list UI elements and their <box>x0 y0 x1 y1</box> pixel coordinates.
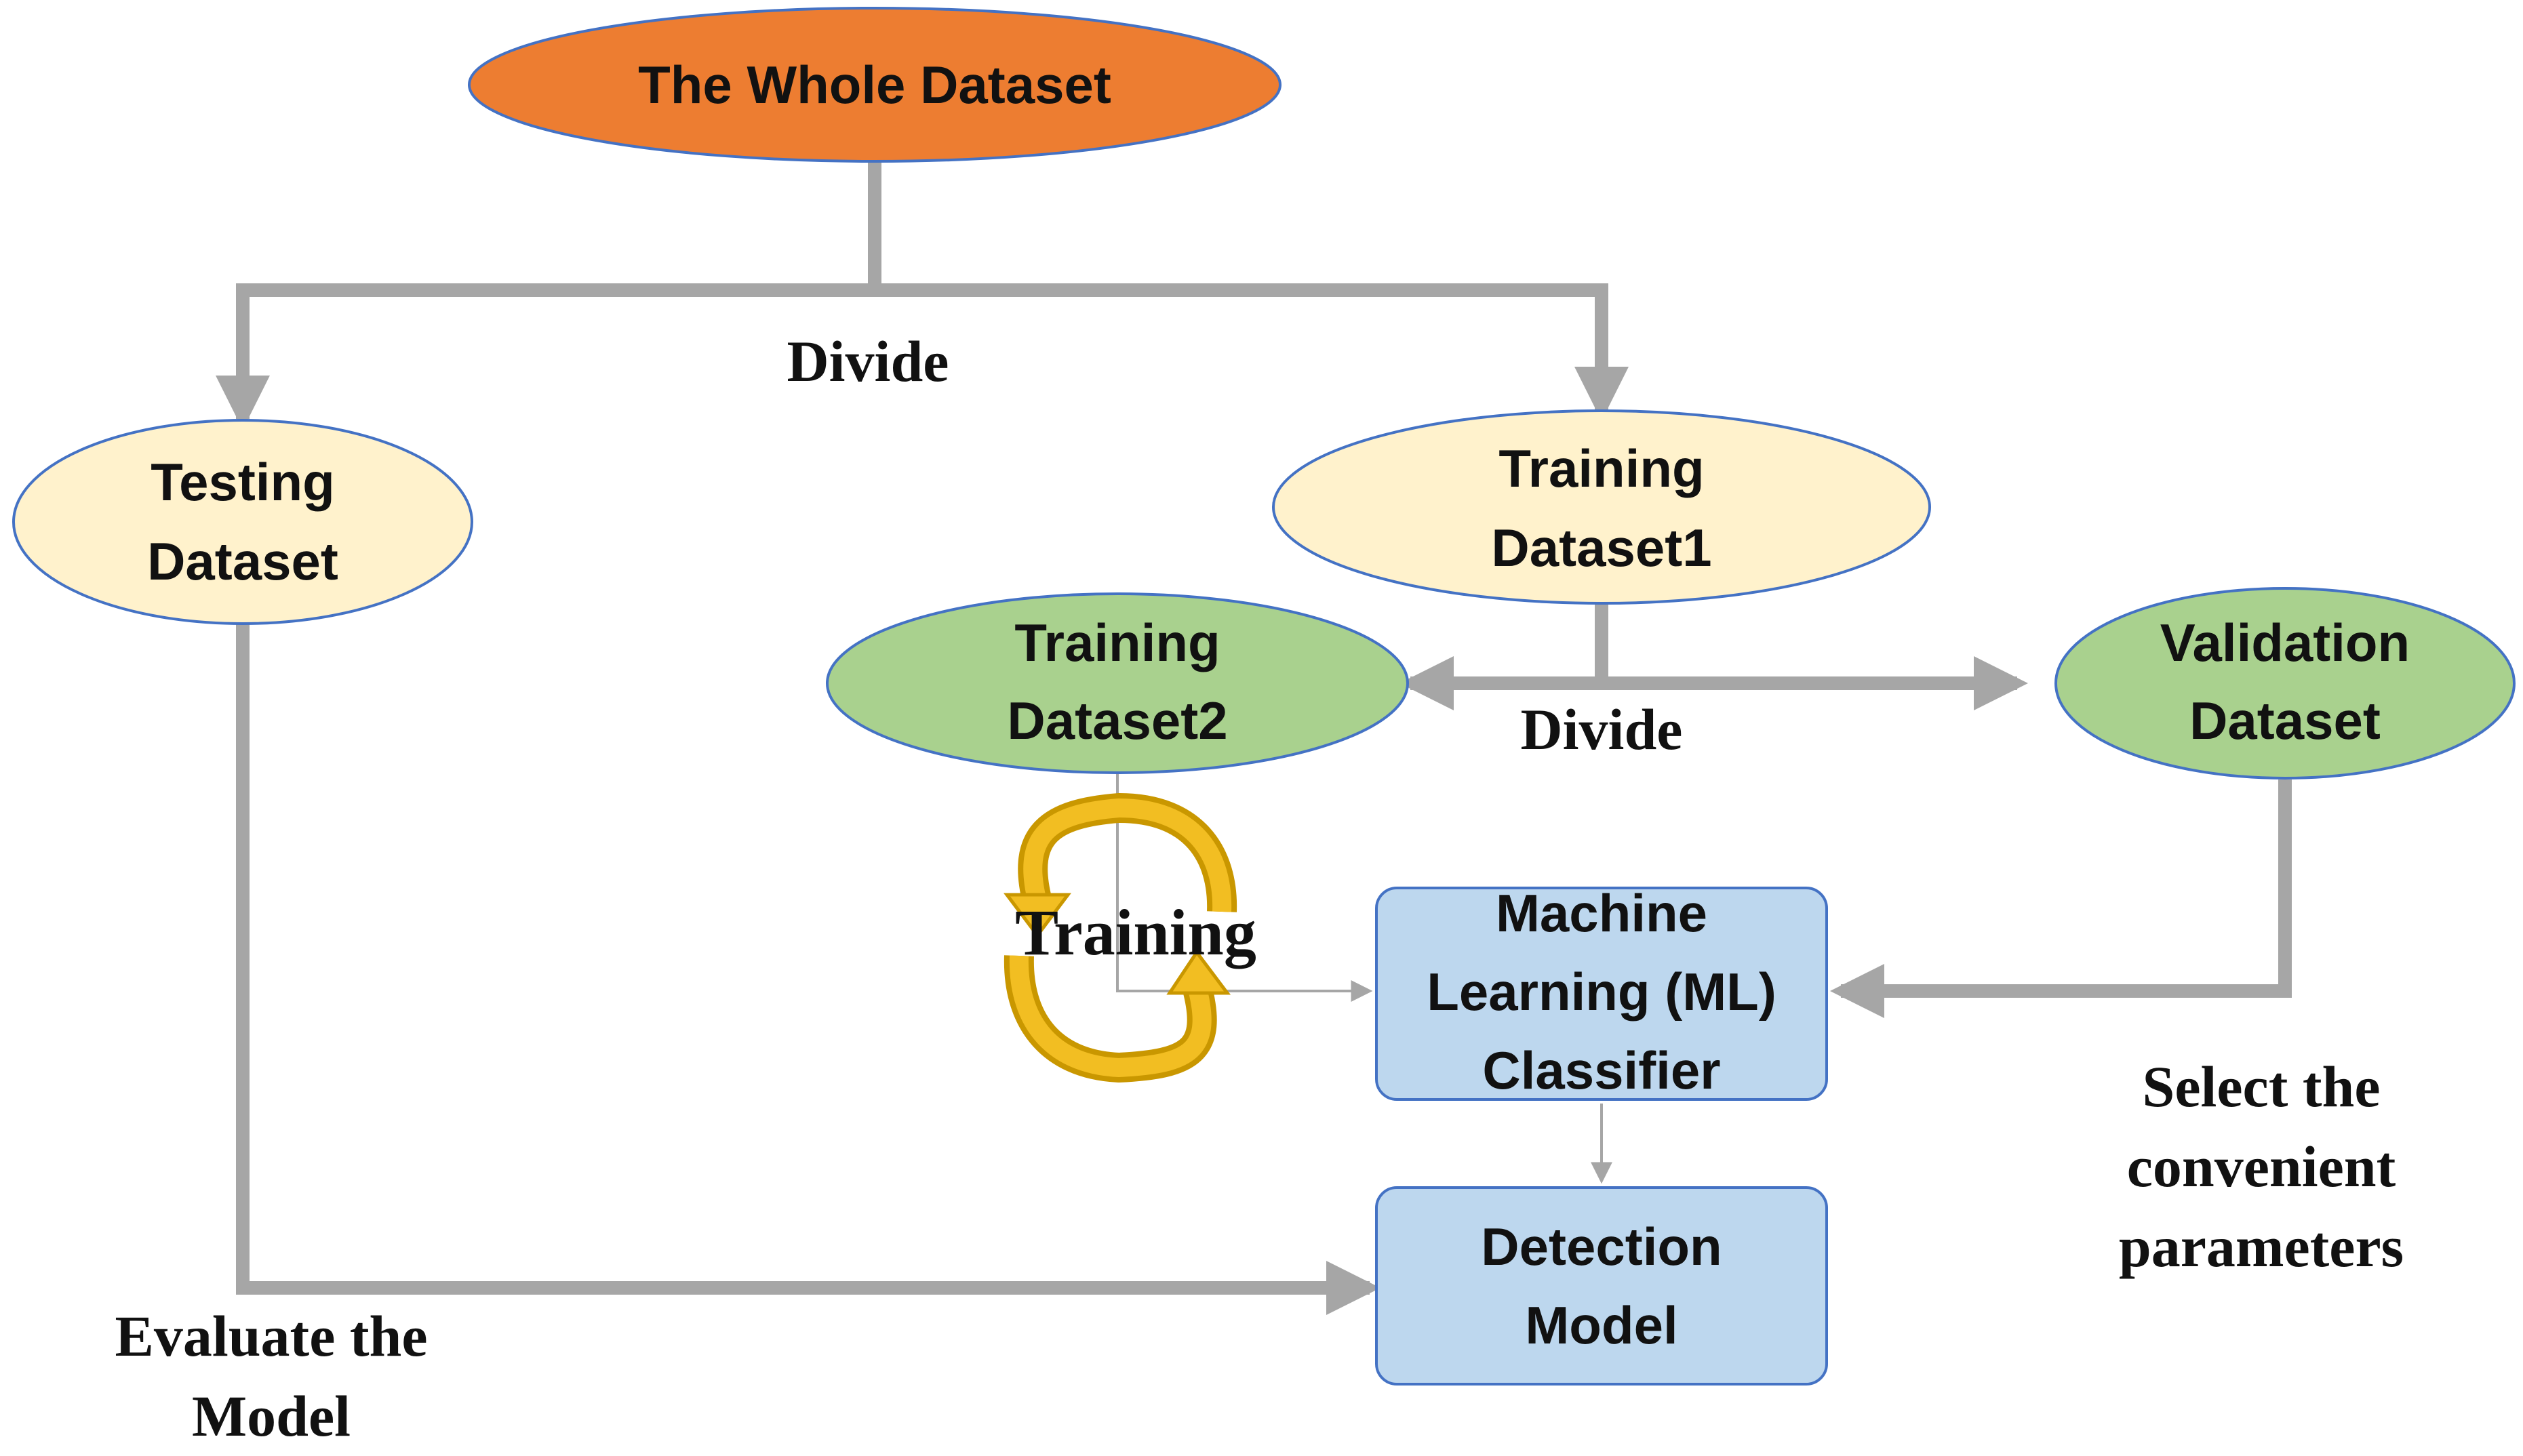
evaluate-label-line1: Evaluate the <box>115 1303 427 1369</box>
connectors <box>216 159 2292 1315</box>
arrow-validation-to-classifier <box>1830 780 2292 1018</box>
node-training-dataset1: Training Dataset1 <box>1272 409 1931 605</box>
detection-model-label-line2: Model <box>1525 1295 1677 1355</box>
testing-dataset-label-line1: Testing <box>151 452 335 512</box>
node-detection-model: Detection Model <box>1375 1186 1828 1386</box>
node-ml-classifier: Machine Learning (ML) Classifier <box>1375 883 1828 1101</box>
testing-dataset-label-line2: Dataset <box>147 531 338 591</box>
ml-classifier-label-line3: Classifier <box>1482 1040 1720 1100</box>
arrow-to-testing <box>216 159 881 430</box>
node-validation-dataset: Validation Dataset <box>2054 587 2516 780</box>
evaluate-label-line2: Model <box>192 1383 351 1449</box>
divide-label-mid: Divide <box>1521 697 1683 762</box>
whole-dataset-label: The Whole Dataset <box>638 55 1111 115</box>
node-training-dataset2: Training Dataset2 <box>826 592 1409 774</box>
node-testing-dataset: Testing Dataset <box>12 419 473 625</box>
arrow-to-validation <box>1595 603 2028 710</box>
select-params-label-line2: convenient <box>2127 1134 2396 1199</box>
training-dataset1-label-line2: Dataset1 <box>1491 518 1711 578</box>
select-params-label-line3: parameters <box>2119 1214 2404 1279</box>
select-params-label-line1: Select the <box>2142 1054 2380 1119</box>
divide-label-top: Divide <box>787 329 949 394</box>
validation-dataset-label-line1: Validation <box>2160 613 2410 672</box>
ml-classifier-label-line1: Machine <box>1496 883 1707 943</box>
training-label: Training <box>1015 896 1256 969</box>
node-whole-dataset: The Whole Dataset <box>468 7 1282 163</box>
training-dataset2-label-line2: Dataset2 <box>1007 691 1227 750</box>
training-loop-icon <box>1004 792 1237 1083</box>
arrow-to-training1 <box>875 283 1629 421</box>
arrow-training2-to-classifier <box>1116 773 1373 1002</box>
training-dataset2-label-line1: Training <box>1014 613 1220 672</box>
training-dataset1-label-line1: Training <box>1498 439 1704 498</box>
validation-dataset-label-line2: Dataset <box>2189 691 2381 750</box>
detection-model-label-line1: Detection <box>1481 1217 1722 1276</box>
ml-classifier-label-line2: Learning (ML) <box>1427 962 1776 1022</box>
arrow-testing-to-detection <box>236 624 1380 1315</box>
